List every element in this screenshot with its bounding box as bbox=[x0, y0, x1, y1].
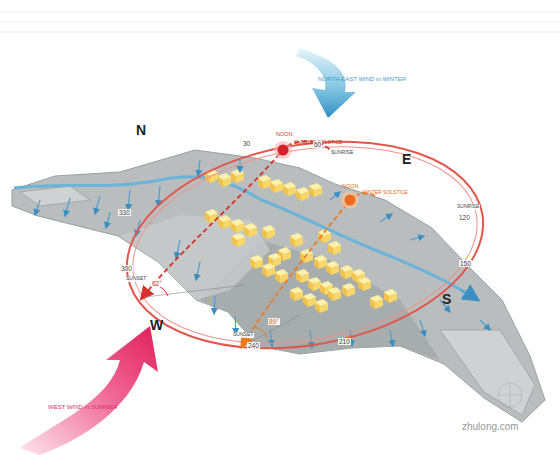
watermark-logo bbox=[498, 383, 522, 407]
bearing-number: 62° bbox=[151, 280, 163, 287]
bearing-number: 60 bbox=[313, 141, 322, 148]
terrain-wind-arrows bbox=[35, 160, 490, 348]
annotation: SUNRISE bbox=[330, 150, 354, 156]
winter-wind-arrow bbox=[296, 48, 356, 118]
bearing-number: 150 bbox=[459, 260, 472, 267]
bearing-number: 89° bbox=[268, 318, 280, 325]
bearing-number: 240 bbox=[247, 342, 260, 349]
annotation: NOON bbox=[276, 131, 293, 137]
annotation: WINTER SOLSTICE bbox=[362, 190, 408, 196]
annotation: zhulong.com bbox=[462, 421, 519, 432]
bearing-number: 120 bbox=[458, 214, 471, 221]
annotation: SUNSET bbox=[232, 332, 254, 338]
compass-letter: N bbox=[136, 123, 146, 138]
bearing-number: 30 bbox=[242, 140, 251, 147]
summer-wind-arrow bbox=[20, 326, 158, 455]
winter-noon-sun bbox=[341, 191, 359, 209]
bearing-number: 330 bbox=[118, 209, 131, 216]
annotation: SUNSET bbox=[125, 276, 147, 282]
annotation: NOON bbox=[342, 183, 359, 189]
annotation: WEST WIND in SUMMER bbox=[48, 404, 118, 411]
compass-letter: E bbox=[402, 152, 411, 167]
compass-letter: S bbox=[442, 292, 451, 307]
annotation: NORTH-EAST WIND in WINTER bbox=[318, 76, 406, 83]
bearing-number: 210 bbox=[338, 338, 351, 345]
compass-letter: W bbox=[150, 318, 163, 333]
sun-path-ellipse bbox=[110, 115, 499, 374]
winter-sun-path bbox=[242, 193, 375, 346]
bearing-number: 300 bbox=[120, 265, 133, 272]
river bbox=[14, 177, 478, 300]
summer-noon-sun bbox=[274, 141, 292, 159]
annotation: SUNRISE bbox=[456, 204, 480, 210]
summer-sun-path bbox=[142, 141, 335, 298]
